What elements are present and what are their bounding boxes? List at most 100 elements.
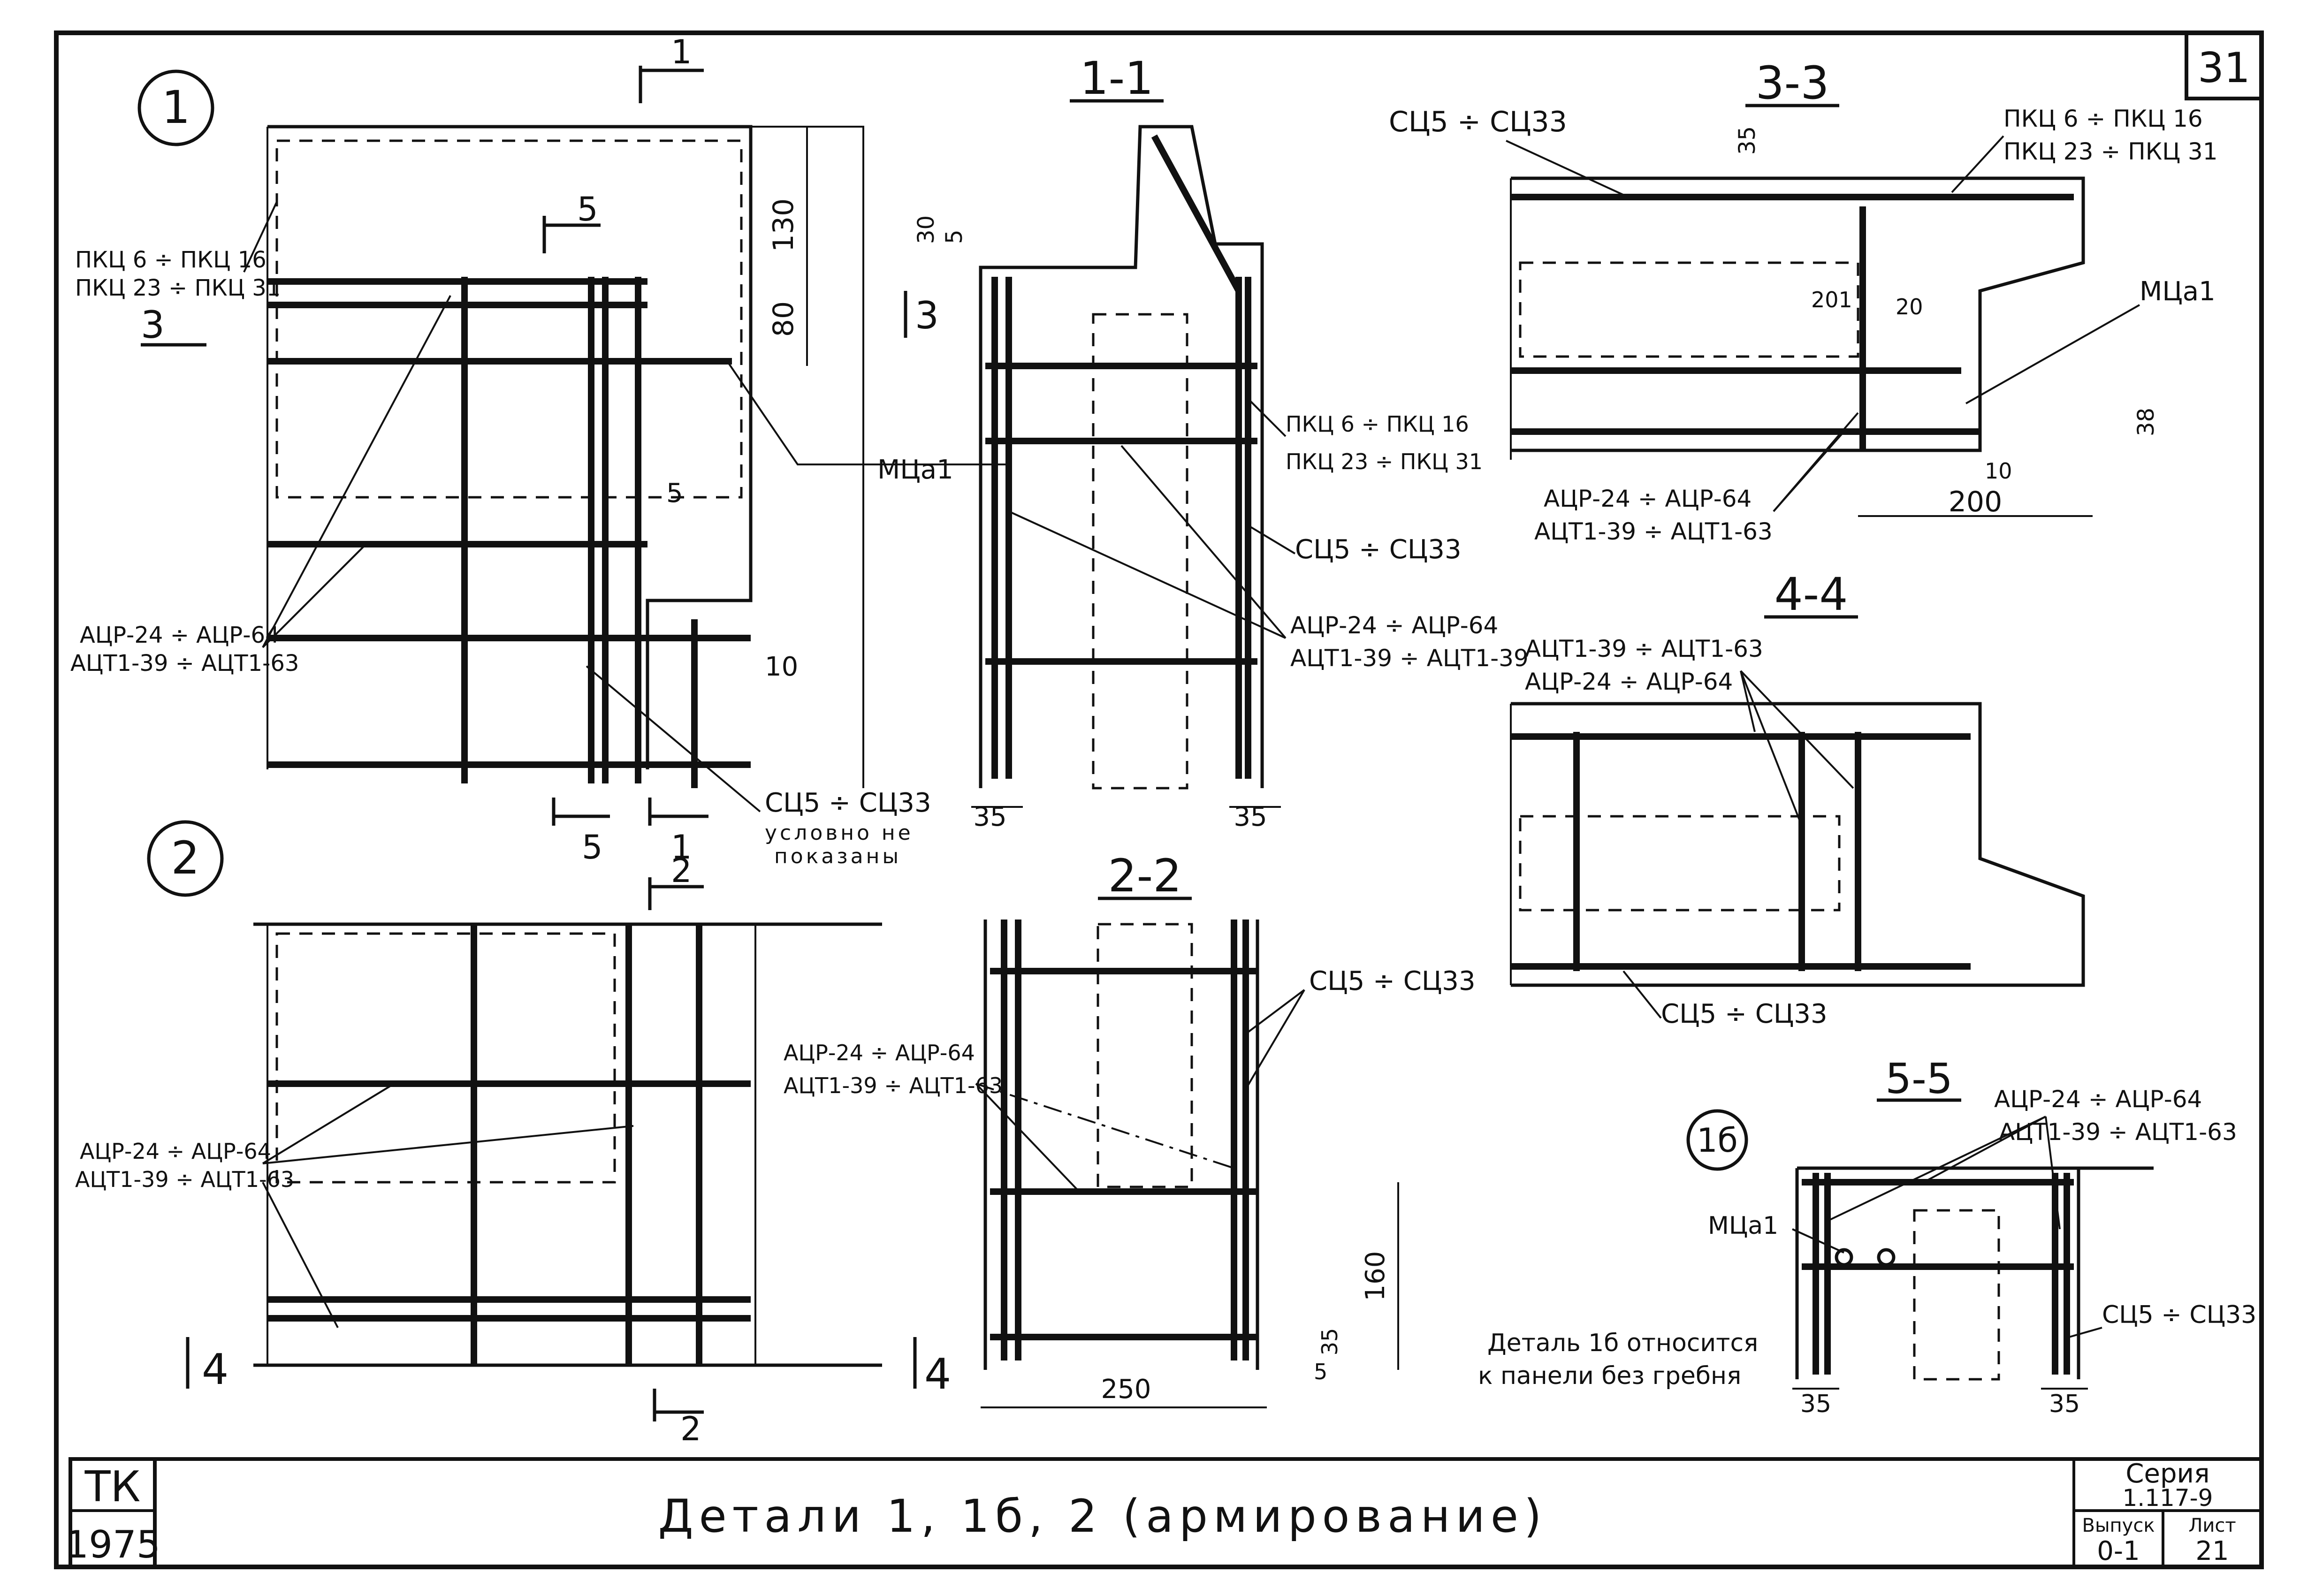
s11-label-act: АЦТ1-39 ÷ АЦТ1-39 [1290,645,1529,672]
s33-dim-201: 201 [1811,287,1852,312]
s22-leader-sc-b [1242,989,1305,1094]
dim-80: 80 [767,301,800,337]
dim-130: 130 [767,198,800,252]
section-4-4-title: 4-4 [1775,568,1848,621]
s11-label-sc: СЦ5 ÷ СЦ33 [1295,534,1462,565]
cut-3-d1-label: 3 [141,303,165,347]
s44-leader-a [1740,670,1756,732]
label-pkc-b-d1: ПКЦ 23 ÷ ПКЦ 31 [75,275,281,301]
section-2-2-title: 2-2 [1108,850,1182,902]
cut-5-top-label: 5 [577,190,598,228]
note-1b-line-1: Деталь 1б относится [1487,1329,1758,1357]
label-pkc-a-d1: ПКЦ 6 ÷ ПКЦ 16 [75,247,267,273]
s44-label-acr: АЦР-24 ÷ АЦР-64 [1525,668,1733,695]
cut-1-bottom-label: 1 [671,828,692,866]
leader-sc-d1 [586,665,761,813]
s22-dim-250: 250 [1101,1374,1151,1405]
sheet-label: Лист [2188,1515,2236,1536]
s33-leader-mca [1965,304,2140,404]
leader-acr-d1-b [262,543,367,648]
s11-cut-3: 3 [915,294,939,337]
label-acr-d2: АЦР-24 ÷ АЦР-64 [80,1139,271,1164]
leader-acr-d2-a [262,1083,395,1164]
detail-1-ridge [751,126,864,788]
s11-leader-sc [1247,524,1296,555]
s33-label-mca: МЦа1 [2140,276,2216,307]
s44-leader-sc [1622,970,1662,1019]
s22-leader-acr-b [975,1083,1080,1193]
s33-dim-35: 35 [1734,126,1760,155]
s22-label-acr: АЦР-24 ÷ АЦР-64 [784,1040,975,1065]
stamp-org: ТК [84,1462,141,1512]
detail-2: 2 АЦР-24 ÷ АЦР-64 АЦТ1-39 ÷ АЦТ1-63 2 2 … [75,820,951,1448]
section-2-2: 2-2 СЦ5 ÷ СЦ33 АЦР-24 ÷ АЦР-64 АЦТ1-39 ÷… [784,850,1476,1408]
s22-label-sc: СЦ5 ÷ СЦ33 [1309,966,1476,996]
s55-dim-35-r: 35 [2049,1390,2080,1418]
detail-1: 1 130 80 5 10 1 5 3 5 [70,33,1009,868]
s55-leader-sc [2069,1327,2102,1338]
detail-2-dashed-block [275,932,616,1184]
s55-mca-bar-1 [1835,1248,1853,1267]
label-act-d2: АЦТ1-39 ÷ АЦТ1-63 [75,1167,294,1192]
s55-dashed [1913,1209,2000,1381]
leader-pkc-d1 [243,201,278,273]
s33-dashed [1519,261,1859,358]
section-1-1-outline [979,125,1264,788]
section-1-1-title: 1-1 [1080,52,1154,105]
detail-1-marker [137,69,214,146]
section-1-1: 1-1 30 5 3 35 35 ПКЦ 6 ÷ ПКЦ 16 ПКЦ 23 ÷… [904,52,1529,832]
label-mca-d1: МЦа1 [877,455,953,485]
s33-label-acr: АЦР-24 ÷ АЦР-64 [1544,485,1752,512]
section-4-4: 4-4 АЦТ1-39 ÷ АЦТ1-63 АЦР-24 ÷ АЦР-64 СЦ… [1510,568,2085,1029]
label-sc-d1: СЦ5 ÷ СЦ33 [765,788,931,818]
s44-label-act: АЦТ1-39 ÷ АЦТ1-63 [1525,635,1763,662]
s33-dim-20: 20 [1896,294,1923,319]
label-acr-d1: АЦР-24 ÷ АЦР-64 [80,622,280,648]
dim-10-d1: 10 [765,652,798,682]
section-3-3: 3-3 СЦ5 ÷ СЦ33 ПКЦ 6 ÷ ПКЦ 16 ПКЦ 23 ÷ П… [1389,57,2218,545]
cut-1-top-label: 1 [671,33,692,71]
s22-dim-160: 160 [1360,1251,1391,1301]
s55-leader-a [1923,1116,2046,1183]
s33-dim-38: 38 [2133,408,2159,436]
s11-dim-30: 30 [913,215,939,244]
issue-value: 0-1 [2097,1536,2140,1566]
leader-mca-d1 [726,360,1009,465]
sheet-value: 21 [2195,1536,2229,1566]
leader-acr-d1-a [262,295,451,648]
s44-label-sc: СЦ5 ÷ СЦ33 [1661,999,1828,1029]
s22-dashed [1097,923,1193,1188]
s22-dim-35: 35 [1317,1328,1342,1356]
leader-acr-d2-c [262,1182,339,1328]
label-act-d1: АЦТ1-39 ÷ АЦТ1-63 [70,650,299,676]
title-block-frame [69,1457,2263,1569]
cut-5-bottom-label: 5 [582,828,603,866]
s22-leader-sc-a [1247,989,1305,1033]
s22-dim-5: 5 [1314,1359,1327,1384]
s44-dashed [1519,815,1841,912]
s33-label-sc: СЦ5 ÷ СЦ33 [1389,106,1567,138]
s55-label-acr: АЦР-24 ÷ АЦР-64 [1994,1086,2202,1113]
s22-label-act: АЦТ1-39 ÷ АЦТ1-63 [784,1073,1003,1098]
sheet-number-box [2185,31,2263,100]
detail-1b-number: 1б [1697,1121,1738,1160]
label-not-shown-2: показаны [774,844,901,868]
issue-label: Выпуск [2082,1515,2155,1536]
s33-leader-pkc [1951,135,2004,193]
s11-label-acr: АЦР-24 ÷ АЦР-64 [1290,612,1498,639]
s55-leader-b [1829,1116,2046,1221]
leader-acr-d2-b [262,1125,634,1164]
section-1-1-dashed [1092,313,1188,790]
s55-leader-mca [1792,1228,1844,1254]
series-label: Серия [2125,1459,2209,1489]
s11-dim-5: 5 [941,229,967,244]
sheet-number: 31 [2198,44,2250,92]
s44-leader-b [1740,670,1803,826]
s11-leader-acr-a [1008,510,1286,639]
s33-dim-10: 10 [1985,458,2012,484]
s33-dim-200: 200 [1949,486,2003,518]
s33-leader-sc [1506,140,1629,198]
s11-label-pkc-a: ПКЦ 6 ÷ ПКЦ 16 [1286,411,1469,437]
sheet-title: Детали 1, 1б, 2 (армирование) [658,1490,1547,1543]
